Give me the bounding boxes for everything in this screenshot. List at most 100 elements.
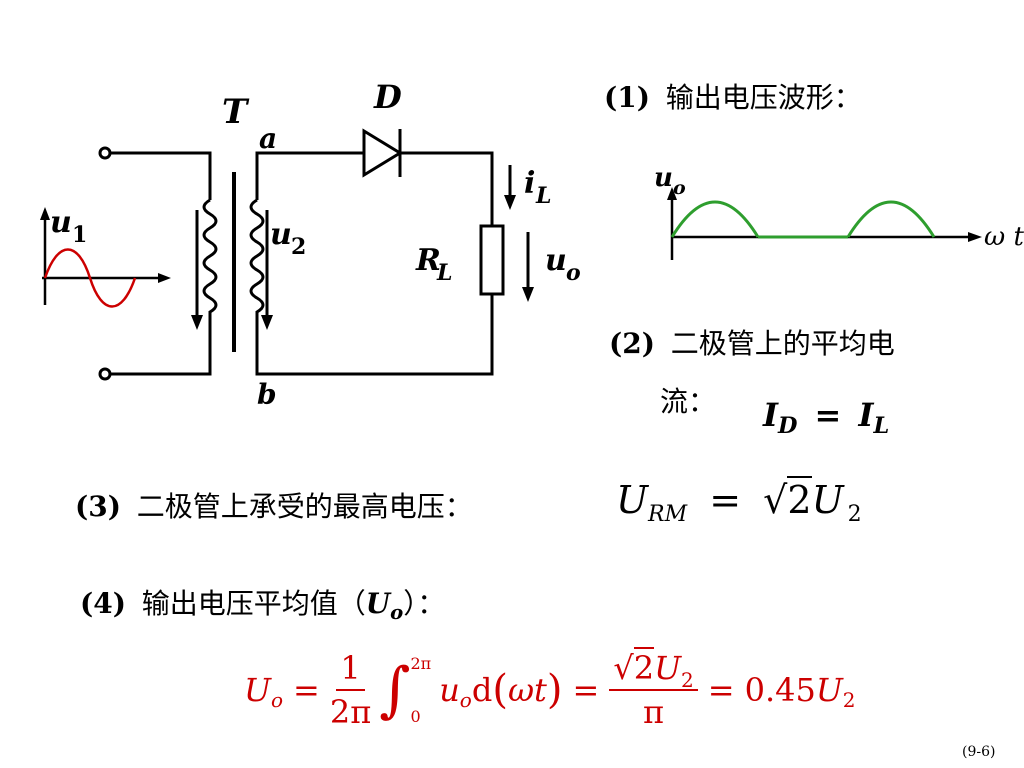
input-terminal-top	[98, 146, 112, 160]
item1-heading: (1) 输出电压波形：	[604, 76, 862, 116]
waveform-axis-y-arrowhead	[667, 187, 677, 200]
item3-formula-eq: =	[709, 478, 742, 522]
f4-frac1-num: 1	[336, 649, 365, 691]
f4-frac2-num-var: U	[654, 649, 682, 687]
integral-sign: ∫	[379, 655, 411, 725]
item2-formula-rhs: I	[858, 396, 874, 434]
waveform-half-cycle-2	[846, 200, 936, 238]
waveform-axis-x-arrowhead	[968, 232, 982, 242]
f4-eq3: =	[707, 671, 735, 709]
page-number: (9-6)	[962, 744, 996, 760]
f4-frac2: √2U2 π	[609, 647, 698, 731]
output-wire-top	[400, 151, 494, 226]
diode-label: D	[373, 78, 402, 116]
f4-frac2-num-sub: 2	[681, 668, 694, 692]
secondary-coil	[249, 198, 265, 318]
output-waveform-plot: u o ω t	[654, 163, 1024, 260]
primary-wire-bottom	[110, 318, 212, 376]
f4-lhs-sub: o	[270, 688, 284, 712]
f4-result-sub: 2	[842, 688, 856, 712]
item4-text-var-sub: o	[390, 600, 404, 624]
item3-heading: (3) 二极管上承受的最高电压：	[75, 485, 473, 525]
output-voltage-label: u	[545, 243, 567, 278]
output-voltage-arrowhead	[522, 287, 534, 302]
sqrt-sign: √	[763, 478, 788, 522]
secondary-voltage-sub: 2	[291, 234, 306, 260]
f4-integrand: u	[439, 671, 460, 709]
f4-frac1-den: 2π	[329, 693, 372, 731]
item2-heading: (2) 二极管上的平均电	[609, 322, 895, 362]
item4-heading: (4) 输出电压平均值（Uo）：	[80, 582, 446, 624]
f4-frac2-num: √2U2	[609, 647, 698, 692]
item4-number: (4)	[80, 587, 126, 620]
load-resistor	[479, 224, 505, 296]
item2-formula: ID = IL	[763, 396, 889, 439]
f4-paren-open: (	[492, 667, 508, 713]
waveform-half-cycle-1	[670, 200, 760, 238]
input-terminal-bottom	[98, 367, 112, 381]
secondary-voltage-arrowhead	[261, 315, 273, 330]
primary-voltage-arrowhead	[191, 315, 203, 330]
item3-formula-lhs: U	[616, 478, 649, 522]
item1-text: 输出电压波形：	[665, 81, 862, 114]
item2-text-line1: 二极管上的平均电	[670, 327, 895, 360]
item3-number: (3)	[75, 490, 121, 523]
input-voltage-sub: 1	[72, 222, 87, 248]
f4-frac1: 1 2π	[330, 649, 371, 731]
load-current-label: i	[524, 166, 535, 201]
node-b-label: b	[257, 378, 277, 411]
input-wave-axis-y-arrowhead	[40, 207, 50, 220]
load-current-sub: L	[535, 183, 551, 209]
item4-text-before: 输出电压平均值（	[141, 587, 366, 620]
output-voltage-sub: o	[566, 260, 581, 286]
item4-text-var: U	[365, 587, 391, 620]
f4-int-limits: 2π 0	[410, 654, 431, 726]
input-voltage-label: u	[50, 205, 72, 240]
f4-int-lower: 0	[410, 707, 421, 726]
f4-result-coef: 0.45	[744, 671, 816, 709]
f4-eq1: =	[293, 671, 320, 709]
item2-text-line2: 流：	[660, 385, 717, 418]
secondary-wire-bottom	[255, 294, 494, 376]
item2-number: (2)	[609, 327, 655, 360]
half-wave-rectifier-circuit: T a b D u 1 u 2 i L R L u o	[40, 78, 581, 411]
secondary-voltage-label: u	[270, 217, 292, 252]
transformer-label: T	[222, 92, 250, 132]
item2-formula-rhs-sub: L	[873, 412, 890, 439]
f4-paren-close: )	[546, 667, 563, 713]
item3-text: 二极管上承受的最高电压：	[136, 490, 473, 523]
waveform-y-label: u	[654, 163, 673, 193]
f4-int-upper: 2π	[410, 654, 432, 673]
waveform-y-sub: o	[673, 177, 686, 199]
f4-integrand-sub: o	[459, 688, 472, 712]
node-a-label: a	[259, 122, 277, 155]
load-resistor-sub: L	[436, 260, 452, 286]
f4-result-var: U	[815, 671, 843, 709]
item4-text-after: ）：	[403, 587, 446, 620]
input-wave-axis-x-arrowhead	[158, 273, 171, 283]
item3-formula-sqrt-arg: 2	[787, 476, 812, 522]
item2-formula-lhs: I	[763, 396, 778, 434]
f4-frac2-den: π	[643, 693, 665, 731]
primary-wire-top	[110, 151, 212, 200]
diode-symbol	[362, 128, 403, 178]
input-sine-wave	[43, 248, 137, 308]
load-resistor-label: R	[415, 243, 441, 278]
item1-number: (1)	[604, 81, 650, 114]
f4-eq2: =	[572, 671, 600, 709]
primary-coil	[202, 198, 218, 318]
sqrt-sign: √	[613, 649, 634, 687]
waveform-x-label: ω t	[984, 222, 1024, 252]
secondary-wire-top	[255, 151, 364, 200]
item3-formula-rhs: U	[811, 478, 844, 522]
f4-lhs: U	[244, 671, 271, 709]
f4-frac2-sqrt-arg: 2	[633, 647, 655, 687]
item3-formula-rhs-sub: 2	[847, 502, 862, 527]
item2-formula-eq: =	[814, 396, 842, 434]
item2-formula-lhs-sub: D	[777, 412, 798, 439]
f4-omega-t: ωt	[507, 671, 547, 709]
item3-formula-lhs-sub: RM	[648, 502, 688, 527]
f4-differential: d	[471, 671, 493, 709]
